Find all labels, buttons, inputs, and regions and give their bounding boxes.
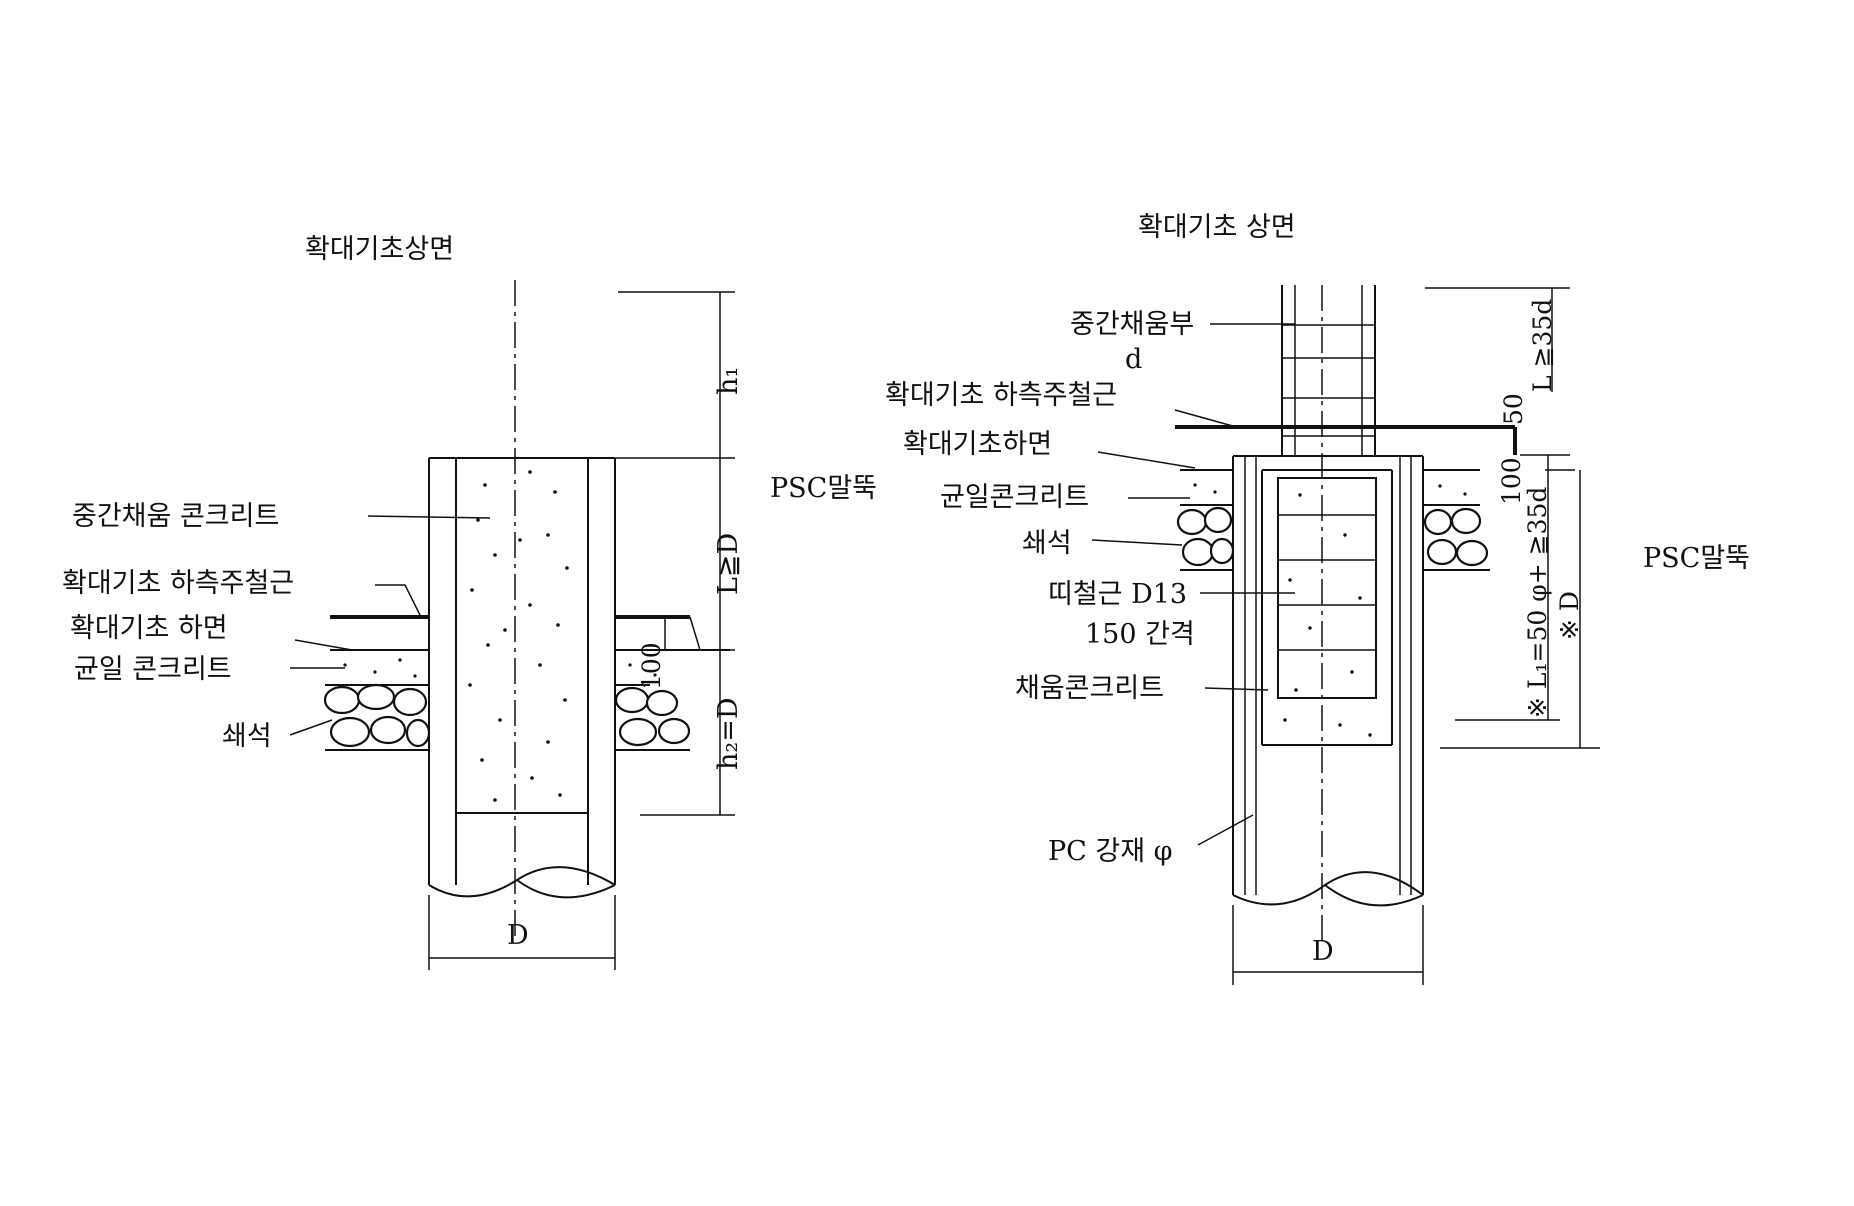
right-dim-L1: ※ L₁=50 φ+ ≧35d — [1523, 487, 1552, 718]
right-tie-bars — [1277, 477, 1377, 737]
right-label-fill-concrete: 채움콘크리트 — [1015, 673, 1164, 704]
right-label-d: d — [1125, 344, 1142, 375]
left-dim-D — [428, 895, 616, 970]
right-label-spacing: 150 간격 — [1085, 619, 1195, 650]
right-leveling-concrete — [1180, 469, 1480, 506]
right-dim-D-label: D — [1312, 936, 1334, 967]
right-label-footing-bottom: 확대기초하면 — [903, 429, 1052, 460]
left-gravel — [323, 683, 691, 751]
left-title: 확대기초상면 — [305, 234, 454, 265]
left-label-bottom-rebar: 확대기초 하측주철근 — [62, 568, 294, 599]
right-label-leveling: 균일콘크리트 — [940, 482, 1089, 513]
right-label-gravel: 쇄석 — [1022, 528, 1072, 559]
left-leveling-concrete — [343, 658, 657, 678]
right-label-infill-part: 중간채움부 — [1070, 309, 1194, 340]
left-infill-dots — [468, 470, 569, 802]
right-dim-50: 50 — [1499, 393, 1528, 425]
right-dim-D — [1232, 905, 1424, 985]
left-dim-100: 100 — [637, 642, 666, 690]
left-label-gravel: 쇄석 — [222, 721, 272, 752]
right-dim-vertical — [1425, 287, 1600, 749]
left-detail: 확대기초상면 — [62, 234, 877, 970]
right-leaders — [1091, 323, 1295, 846]
right-detail: 확대기초 상면 — [885, 212, 1750, 985]
left-pile-label: PSC말뚝 — [770, 473, 877, 504]
left-dim-vertical — [615, 291, 735, 816]
right-pile — [1232, 455, 1424, 907]
right-dim-100: 100 — [1497, 457, 1526, 505]
left-label-footing-bottom: 확대기초 하면 — [70, 613, 228, 644]
right-infill-part — [1281, 285, 1376, 456]
right-label-bottom-rebar: 확대기초 하측주철근 — [885, 380, 1117, 411]
left-label-leveling: 균일 콘크리트 — [74, 654, 232, 685]
left-dim-D-label: D — [507, 920, 529, 951]
left-dim-L: L≧D — [713, 533, 744, 595]
right-pile-label: PSC말뚝 — [1643, 543, 1750, 574]
left-leaders — [289, 515, 491, 736]
left-dim-h2: h₂=D — [713, 698, 744, 770]
right-dim-D-note: ※ D — [1555, 591, 1584, 640]
right-label-tie-bar: 띠철근 D13 — [1048, 579, 1187, 610]
right-dim-L: L ≧35d — [1528, 299, 1557, 392]
right-gravel — [1176, 506, 1490, 571]
left-dim-h1: h₁ — [713, 367, 744, 395]
left-label-infill: 중간채움 콘크리트 — [72, 501, 279, 532]
right-label-pc-steel: PC 강재 φ — [1048, 836, 1173, 867]
left-pile — [428, 457, 616, 899]
right-title: 확대기초 상면 — [1138, 212, 1296, 243]
